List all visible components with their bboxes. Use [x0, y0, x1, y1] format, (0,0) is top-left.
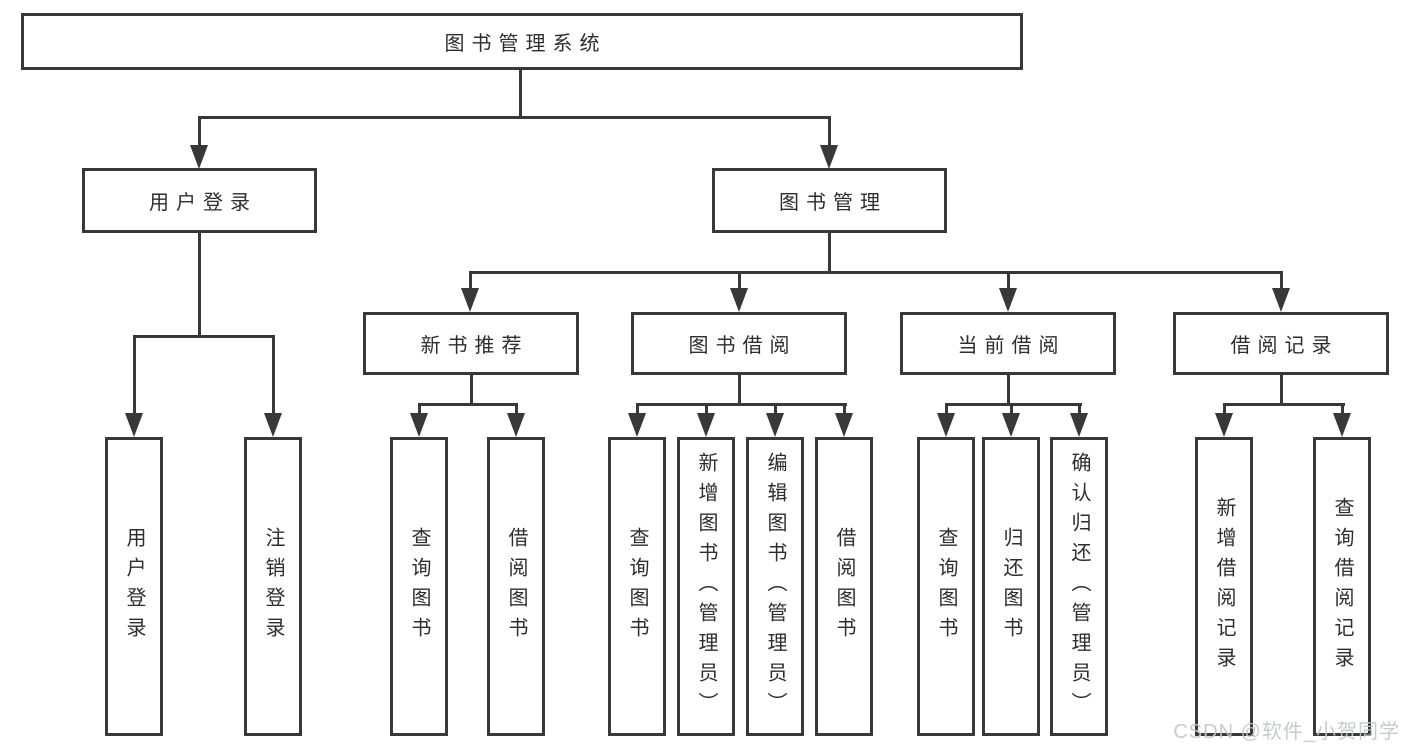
- connector-line: [843, 403, 846, 415]
- leaf-user-login: 用户登录: [105, 437, 163, 736]
- connector-line: [738, 375, 741, 406]
- connector-line: [469, 271, 472, 291]
- node-label: 当前借阅: [957, 335, 1066, 357]
- leaf-confirm-return-admin: 确认归还（管理员）: [1050, 437, 1108, 736]
- connector-line: [133, 335, 275, 338]
- connector-line: [636, 403, 847, 406]
- connector-line: [133, 335, 136, 415]
- connector-line: [1007, 271, 1010, 291]
- arrow-down-icon: [937, 413, 955, 437]
- node-label: 新书推荐: [420, 335, 529, 357]
- leaf-label: 确认归还（管理员）: [1068, 451, 1090, 722]
- arrow-down-icon: [730, 288, 748, 312]
- node-user-login: 用户登录: [82, 168, 317, 233]
- leaf-query-books-borrow: 查询图书: [608, 437, 666, 736]
- leaf-borrow-books: 借阅图书: [815, 437, 873, 736]
- leaf-label: 新增图书（管理员）: [695, 451, 717, 722]
- node-label: 图书管理系统: [444, 33, 607, 55]
- connector-line: [515, 403, 518, 415]
- node-current-borrowing: 当前借阅: [900, 312, 1116, 375]
- arrow-down-icon: [820, 145, 838, 169]
- leaf-edit-books-admin: 编辑图书（管理员）: [746, 437, 804, 736]
- connector-line: [945, 403, 1082, 406]
- arrow-down-icon: [766, 413, 784, 437]
- connector-line: [1078, 403, 1081, 415]
- leaf-query-books-recommend: 查询图书: [390, 437, 448, 736]
- arrow-down-icon: [190, 145, 208, 169]
- connector-line: [1223, 403, 1345, 406]
- connector-line: [470, 375, 473, 406]
- arrow-down-icon: [125, 413, 143, 437]
- csdn-watermark: CSDN @软件_小贺同学: [1173, 721, 1400, 743]
- arrow-down-icon: [1272, 288, 1290, 312]
- arrow-down-icon: [461, 288, 479, 312]
- connector-line: [828, 233, 831, 274]
- leaf-label: 用户登录: [123, 526, 145, 647]
- leaf-label: 归还图书: [1000, 526, 1022, 647]
- leaf-label: 查询图书: [626, 526, 648, 647]
- arrow-down-icon: [1215, 413, 1233, 437]
- arrow-down-icon: [835, 413, 853, 437]
- connector-line: [418, 403, 421, 415]
- connector-line: [738, 271, 741, 291]
- leaf-add-books-admin: 新增图书（管理员）: [677, 437, 735, 736]
- connector-line: [1280, 374, 1283, 406]
- leaf-label: 注销登录: [262, 526, 284, 647]
- node-label: 图书借阅: [688, 335, 797, 357]
- node-book-borrowing: 图书借阅: [631, 312, 847, 375]
- leaf-label: 借阅图书: [833, 526, 855, 647]
- connector-line: [198, 116, 831, 119]
- leaf-label: 编辑图书（管理员）: [764, 451, 786, 722]
- arrow-down-icon: [1070, 413, 1088, 437]
- node-label: 用户登录: [149, 192, 257, 214]
- leaf-query-borrow-record: 查询借阅记录: [1313, 437, 1371, 736]
- node-borrowing-records: 借阅记录: [1173, 312, 1389, 375]
- node-label: 图书管理: [779, 192, 887, 214]
- arrow-down-icon: [264, 413, 282, 437]
- leaf-logout: 注销登录: [244, 437, 302, 736]
- connector-line: [828, 116, 831, 148]
- connector-line: [1280, 271, 1283, 291]
- leaf-label: 查询借阅记录: [1331, 496, 1353, 677]
- connector-line: [1010, 403, 1013, 415]
- connector-line: [636, 403, 639, 415]
- leaf-borrow-books-recommend: 借阅图书: [487, 437, 545, 736]
- connector-line: [198, 116, 201, 148]
- connector-line: [1007, 375, 1010, 406]
- arrow-down-icon: [628, 413, 646, 437]
- leaf-label: 借阅图书: [505, 526, 527, 647]
- arrow-down-icon: [507, 413, 525, 437]
- leaf-label: 查询图书: [935, 526, 957, 647]
- arrow-down-icon: [999, 288, 1017, 312]
- connector-line: [1341, 403, 1344, 415]
- leaf-label: 查询图书: [408, 526, 430, 647]
- connector-line: [945, 403, 948, 415]
- arrow-down-icon: [1002, 413, 1020, 437]
- connector-line: [418, 403, 518, 406]
- leaf-query-books-current: 查询图书: [917, 437, 975, 736]
- node-new-book-recommendation: 新书推荐: [363, 312, 579, 375]
- connector-line: [705, 403, 708, 415]
- node-book-management: 图书管理: [712, 168, 947, 233]
- leaf-return-books: 归还图书: [982, 437, 1040, 736]
- connector-line: [519, 69, 522, 118]
- connector-line: [774, 403, 777, 415]
- connector-line: [198, 233, 201, 338]
- node-label: 借阅记录: [1230, 335, 1339, 357]
- node-library-management-system: 图书管理系统: [21, 13, 1023, 70]
- leaf-add-borrow-record: 新增借阅记录: [1195, 437, 1253, 736]
- connector-line: [272, 335, 275, 415]
- arrow-down-icon: [1333, 413, 1351, 437]
- leaf-label: 新增借阅记录: [1213, 496, 1235, 677]
- arrow-down-icon: [697, 413, 715, 437]
- connector-line: [1223, 403, 1226, 415]
- connector-line: [469, 271, 1283, 274]
- arrow-down-icon: [410, 413, 428, 437]
